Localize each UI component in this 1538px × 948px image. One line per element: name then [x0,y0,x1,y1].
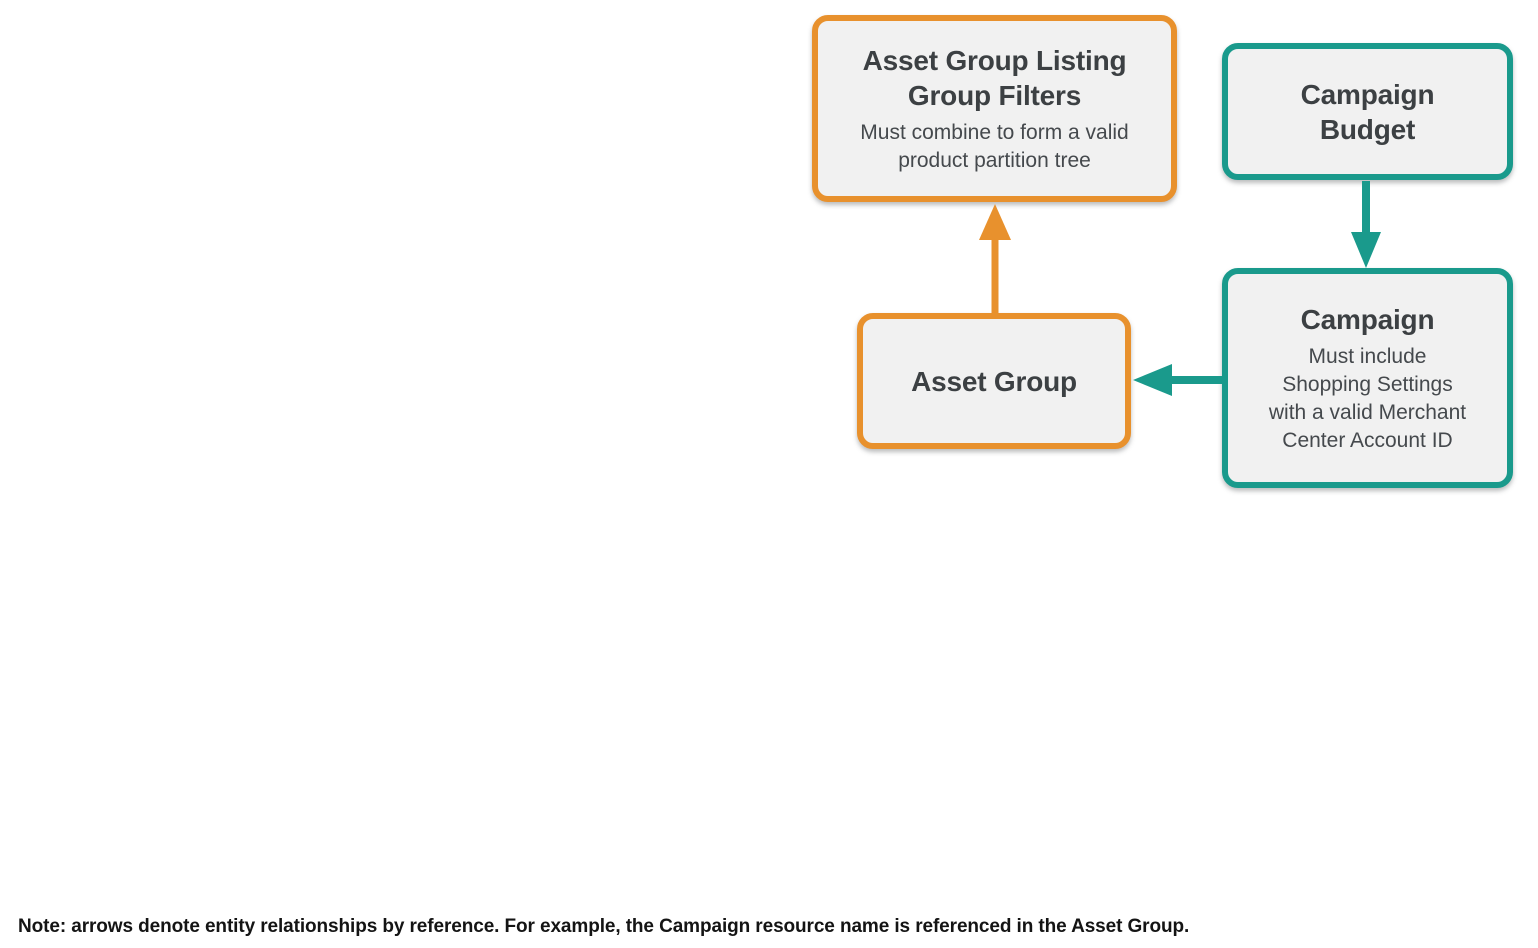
subtitle-line: product partition tree [898,148,1091,172]
box-campaign: Campaign Must include Shopping Settings … [1222,268,1513,488]
title-line: Campaign [1300,78,1435,110]
subtitle-line: with a valid Merchant [1268,400,1467,424]
arrow-campaign-to-asset-group [1133,364,1222,396]
box-title: Campaign Budget [1301,77,1435,147]
box-title: Campaign [1300,303,1435,335]
box-subtitle: Must include Shopping Settings with a va… [1269,343,1466,455]
subtitle-line: Center Account ID [1282,428,1453,452]
box-title: Asset Group [911,365,1077,397]
arrow-campaign-budget-to-campaign [1351,181,1381,268]
arrow-shaft [1362,181,1370,235]
subtitle-line: Shopping Settings [1282,372,1453,396]
arrowhead-up [979,204,1011,240]
title-line: Asset Group Listing [862,44,1127,76]
subtitle-line: Must combine to form a valid [860,120,1129,144]
subtitle-line: Must include [1308,344,1427,368]
box-title: Asset Group Listing Group Filters [863,43,1127,113]
box-asset-group: Asset Group [857,313,1131,449]
box-asset-group-listing-group-filters: Asset Group Listing Group Filters Must c… [812,15,1177,202]
title-line: Group Filters [907,79,1082,111]
arrowhead-left [1133,364,1172,396]
arrow-shaft [1170,376,1222,384]
arrow-asset-group-to-listing-filters [979,204,1011,314]
box-subtitle: Must combine to form a valid product par… [860,119,1128,175]
arrowhead-down [1351,232,1381,268]
box-campaign-budget: Campaign Budget [1222,43,1513,180]
title-line: Budget [1319,113,1416,145]
note-text: Note: arrows denote entity relationships… [18,916,1190,937]
arrow-shaft [991,236,999,314]
